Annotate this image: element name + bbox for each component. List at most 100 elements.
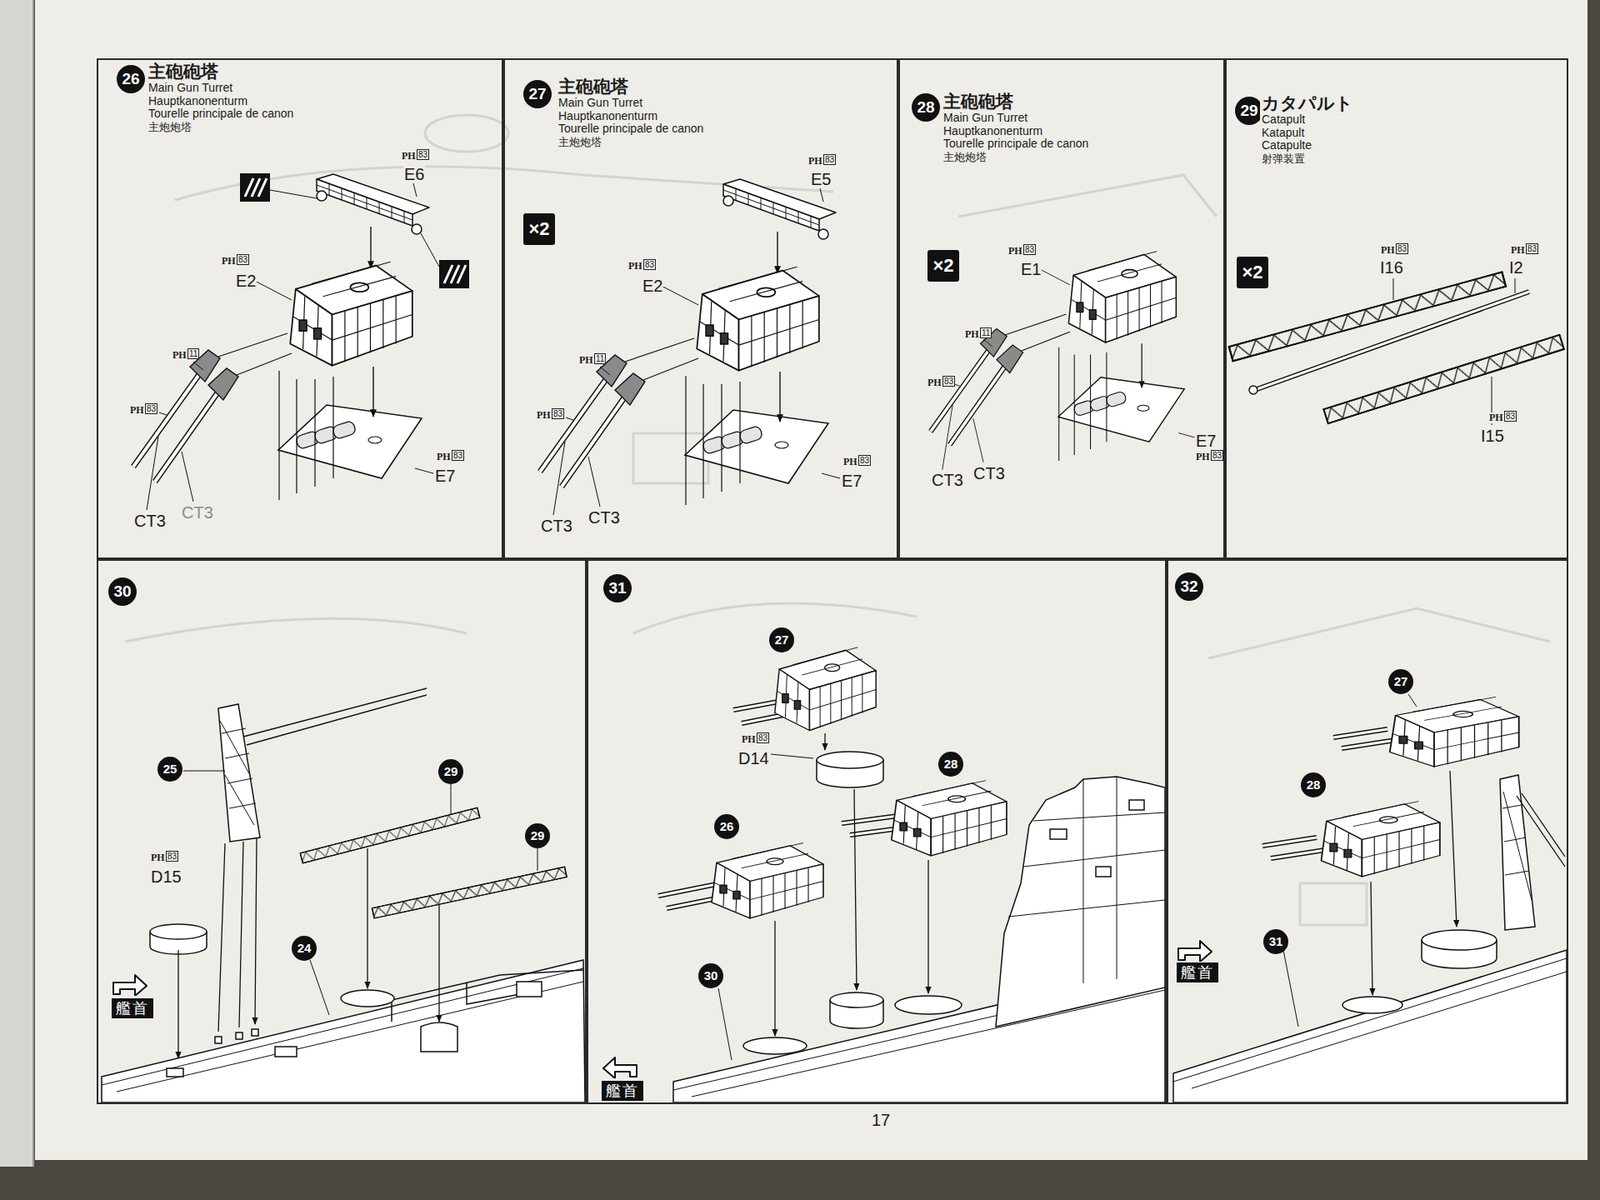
panel-26-parts [420,233,440,267]
material-number: 83 [1210,450,1224,461]
step-title: 主砲砲塔Main Gun TurretHauptkanonenturmToure… [941,91,1090,165]
panel-31-hull [1129,800,1145,810]
step-panel: 29カタパルトCatapultKatapultCatapulte射弹装置 [1225,58,1569,560]
material-number: 83 [823,154,836,165]
panel-30-hull [220,720,256,825]
callout-number: 30 [698,963,724,989]
part-number: CT3 [540,516,574,535]
paper [35,0,1588,1160]
panel-32-hull [1283,694,1417,1027]
part-number: D14 [737,749,770,768]
step-number: 32 [1175,572,1204,601]
panel-31-hull [995,776,1165,1027]
panel-30-hull [235,1032,243,1040]
panel-32-hull [1178,940,1212,962]
catapult-parts [1229,271,1565,425]
part-number: 17 [870,1110,891,1130]
panel-32-hull [1450,770,1457,927]
panel-32-hull [1502,791,1532,900]
part-number: CT3 [180,503,215,522]
panel-31-hull [891,780,1007,856]
material-code: PH [400,150,417,162]
panel-31-hull [743,1037,807,1055]
panel-31-hull [816,751,884,769]
panel-30-hull [275,1046,297,1057]
material-code: PH [1007,245,1024,257]
panel-30-hull [438,905,440,1022]
ghost-print [958,175,1217,217]
title-chinese: 主炮炮塔 [148,120,294,135]
material-code: PH [740,734,757,745]
quantity-badge: ×2 [1236,256,1269,289]
panel-32-hull [1516,793,1565,867]
material-code: PH [1488,412,1505,424]
callout-number: 24 [291,935,317,961]
catapult-parts [1250,291,1530,392]
panel-31-hull [603,647,1165,1103]
part-number: I16 [1379,258,1405,277]
material-number: 83 [942,375,955,387]
panel-30-hull [101,688,585,1103]
step-title: カタパルトCatapultKatapultCatapulte射弹装置 [1260,93,1355,166]
panel-30-hull [218,704,260,842]
bow-marker: 艦首 [111,998,154,1019]
title-chinese: 主炮炮塔 [558,135,704,150]
paper [0,0,1588,1167]
panel-30-hull [243,688,427,745]
panel-30-hull [340,990,395,1007]
ghost-print [1208,608,1550,659]
panel-31-hull [774,920,775,1036]
material-number: 83 [1395,243,1409,255]
title-japanese: 主砲砲塔 [943,91,1089,112]
material-number: 83 [756,732,770,744]
callout-number: 25 [157,756,183,782]
material-number: 83 [1023,244,1036,255]
callout-number: 31 [1263,929,1289,955]
part-number: CT3 [930,470,965,490]
part-number: E2 [235,271,257,290]
step-number: 31 [603,574,632,603]
part-number: E1 [1020,260,1042,279]
material-code: PH [964,329,980,340]
callout-number: 27 [1388,669,1414,695]
panel-32-hull [1173,950,1567,1103]
step-number: 27 [523,80,552,109]
material-number: 83 [858,455,871,466]
material-code: PH [150,852,166,864]
material-number: 83 [643,259,656,270]
material-number: 83 [145,403,158,415]
material-number: 83 [165,850,179,862]
title-text: Catapulte [1261,139,1354,153]
title-text: Katapult [1261,126,1354,140]
ghost-print [125,618,467,642]
part-number: E6 [403,165,425,184]
title-text: Hauptkanonenturm [558,110,704,124]
panel-31-hull [775,647,876,731]
step-panel: 30 [96,559,587,1105]
panel-26-parts [245,178,267,197]
part-number: E5 [810,170,832,189]
panel-30-hull [101,968,584,1092]
step-number: 28 [911,93,940,122]
panel-30-hull [366,848,368,989]
panel-30-hull [300,807,480,864]
panel-31-hull [1050,829,1067,840]
title-text: Tourelle principale de canon [148,107,294,121]
panel-31-hull [854,789,857,990]
panel-31-hull [927,860,929,994]
panel-30-hull [420,1022,458,1052]
panel-30-hull [251,1029,259,1036]
ghost-print [1300,883,1367,925]
part-number: E7 [1195,431,1217,450]
title-japanese: 主砲砲塔 [558,76,704,97]
material-number: 11 [187,348,200,360]
title-japanese: カタパルト [1261,93,1354,114]
panel-26-parts [270,190,317,199]
panel-31-hull [824,733,825,750]
panel-31-hull [830,992,884,1008]
panel-30-hull [183,770,538,1015]
bow-marker: 艦首 [601,1080,644,1101]
callout-number: 27 [769,627,795,653]
callout-number: 28 [938,751,964,777]
